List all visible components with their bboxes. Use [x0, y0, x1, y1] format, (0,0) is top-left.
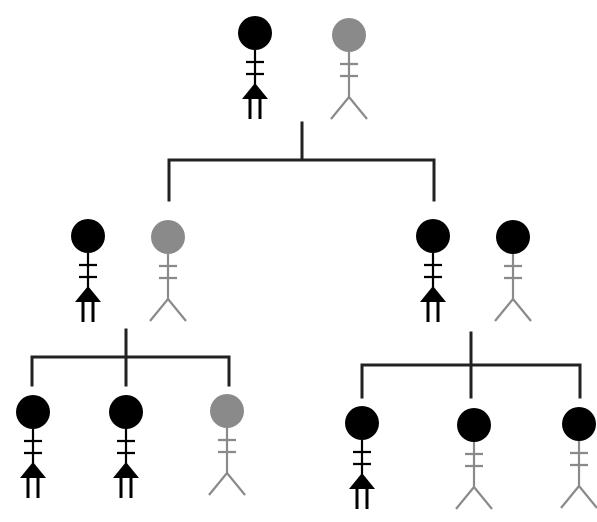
stick-legs [455, 485, 493, 510]
person-g3-right-child-3 [560, 407, 597, 509]
triangle-icon [75, 286, 101, 302]
stick-legs [494, 297, 532, 322]
person-g2-right-mother [494, 220, 532, 322]
stick-legs [560, 484, 597, 509]
head-icon [345, 406, 379, 440]
head-icon [496, 220, 530, 254]
head-icon [210, 394, 244, 428]
head-icon [416, 219, 450, 253]
stick-legs [149, 297, 187, 322]
person-g2-right-father [416, 219, 450, 322]
head-icon [562, 407, 596, 441]
triangle-icon [349, 473, 375, 489]
triangle-icon [20, 462, 46, 478]
stick-legs [330, 95, 368, 120]
person-g3-left-child-1 [16, 395, 50, 498]
head-icon [332, 18, 366, 52]
head-icon [457, 408, 491, 442]
head-icon [16, 395, 50, 429]
head-icon [151, 220, 185, 254]
head-icon [71, 219, 105, 253]
person-g3-right-child-1 [345, 406, 379, 509]
pedigree-figures [16, 16, 597, 510]
triangle-icon [113, 462, 139, 478]
head-icon [238, 16, 272, 50]
triangle-icon [242, 83, 268, 99]
triangle-icon [420, 286, 446, 302]
person-g3-left-child-2 [109, 395, 143, 498]
person-g2-left-father [71, 219, 105, 322]
person-g2-left-mother [149, 220, 187, 322]
person-g3-right-child-2 [455, 408, 493, 510]
person-g1-father [238, 16, 272, 119]
stick-legs [208, 471, 246, 496]
person-g3-left-child-3 [208, 394, 246, 496]
person-g1-mother [330, 18, 368, 120]
pedigree-lines [30, 121, 582, 399]
head-icon [109, 395, 143, 429]
